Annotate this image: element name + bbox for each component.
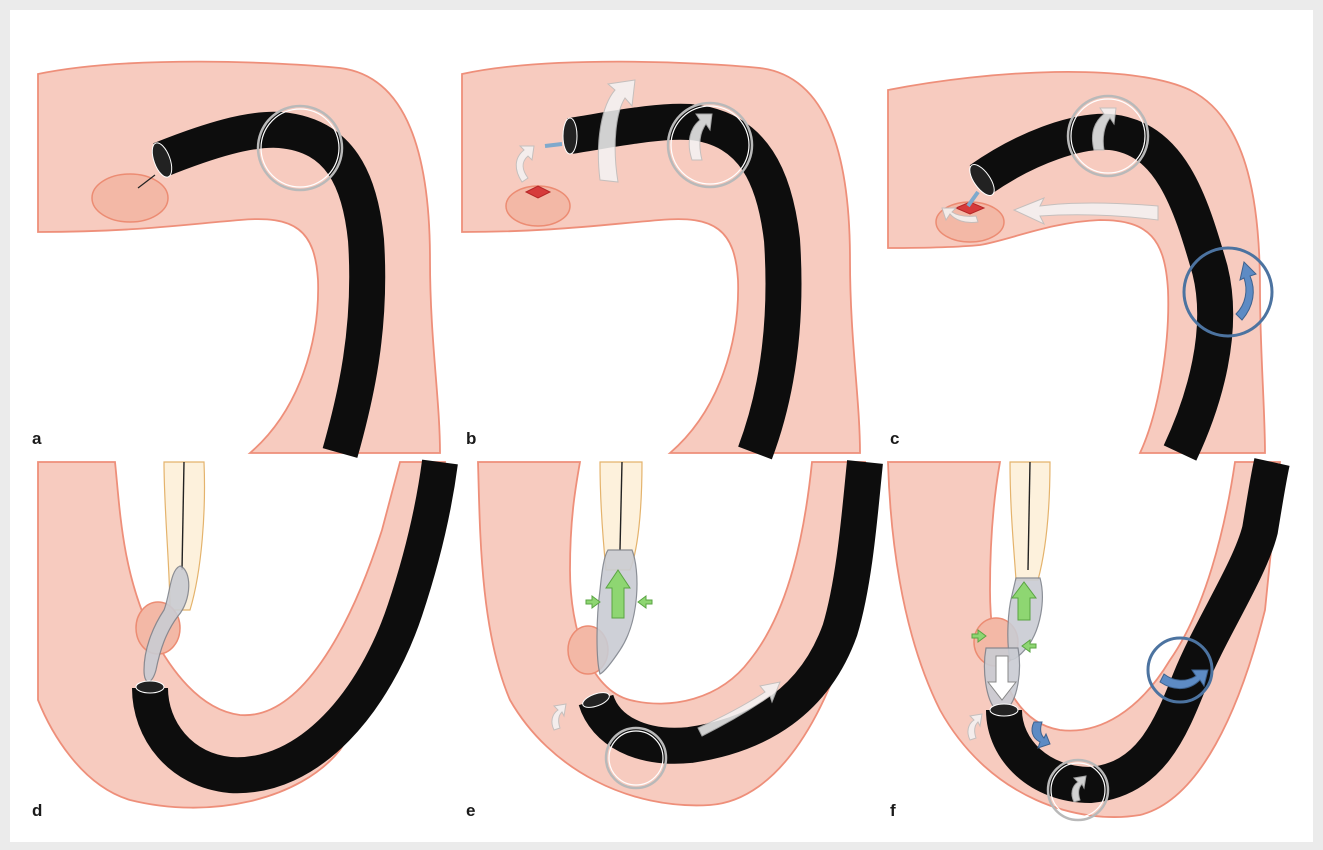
panel-label-e: e [466, 801, 475, 820]
scope-tip [563, 118, 577, 154]
panel-b: b [462, 62, 860, 453]
panel-d: d [32, 462, 445, 820]
scope-tip [136, 681, 164, 693]
panel-a: a [32, 62, 440, 453]
panel-label-c: c [890, 429, 899, 448]
instrument [545, 144, 562, 146]
panel-e: e [466, 462, 865, 820]
panel-f: f [888, 462, 1280, 820]
lesion [92, 174, 168, 222]
panel-label-a: a [32, 429, 42, 448]
double-arrow-icon [638, 596, 652, 608]
panel-label-b: b [466, 429, 476, 448]
panel-c: c [888, 72, 1272, 453]
scope-tip [990, 704, 1018, 716]
panel-label-d: d [32, 801, 42, 820]
figure-canvas: a b c [10, 10, 1313, 842]
endoscopy-figure: a b c [10, 10, 1313, 842]
panel-label-f: f [890, 801, 896, 820]
